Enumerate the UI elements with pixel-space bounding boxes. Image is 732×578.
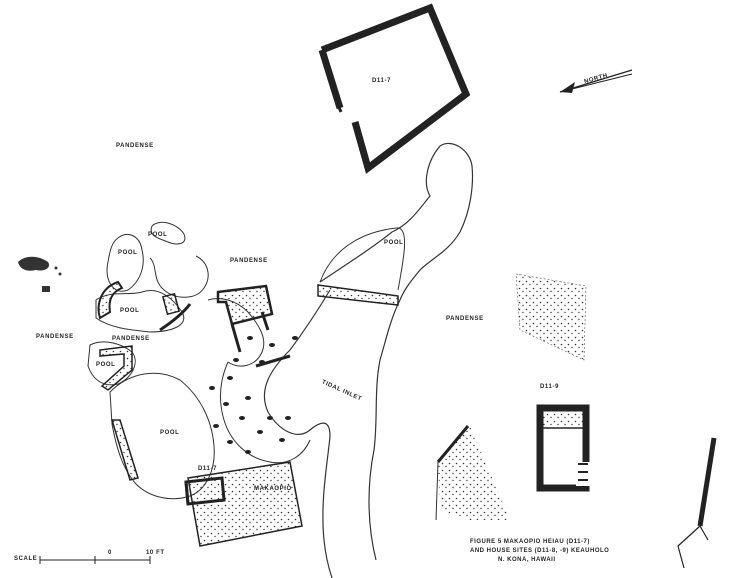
stippled-area-right (515, 273, 587, 361)
vegetation-left (18, 256, 62, 292)
enclosure-top (318, 3, 471, 174)
label-pool-5: POOL (96, 362, 116, 368)
label-pool-1: POOL (118, 250, 138, 256)
label-pandanus-1: PANDENSE (116, 143, 154, 149)
caption-line-2: AND HOUSE SITES (D11-8, -9) KEAUHOLO (470, 548, 610, 554)
small-platform (161, 292, 181, 316)
scale-bar (39, 556, 151, 564)
label-pool-2: POOL (148, 232, 168, 238)
north-arrow (559, 69, 633, 93)
scattered-stones (209, 336, 298, 454)
label-pool-4: POOL (120, 308, 140, 314)
figure-caption: FIGURE 5 MAKAOPIO HEIAU (D11-7) AND HOUS… (470, 538, 609, 565)
label-scale-end: 10 FT (146, 550, 165, 556)
wall-right-shore (317, 284, 399, 306)
caption-line-1: FIGURE 5 MAKAOPIO HEIAU (D11-7) (470, 539, 590, 545)
label-makaopio: MAKAOPIO (254, 486, 292, 492)
label-pandanus-2: PANDENSE (230, 258, 268, 264)
label-structure-top: D11-7 (372, 78, 392, 84)
label-pool-3: POOL (384, 240, 404, 246)
caption-line-3: N. KONA, HAWAII (498, 557, 556, 563)
label-pandanus-5: PANDENSE (446, 316, 484, 322)
wall-far-right (677, 437, 717, 569)
wall-curved-inner (159, 303, 192, 332)
label-scale-word: SCALE (14, 556, 38, 562)
label-structure-9: D11-9 (540, 384, 560, 390)
label-pandanus-4: PANDENSE (112, 336, 150, 342)
label-pool-6: POOL (160, 430, 180, 436)
label-scale-0: 0 (108, 550, 112, 556)
wall-mid-left (99, 345, 133, 391)
central-wall-diagonal (230, 311, 291, 368)
label-pandanus-3: PANDENSE (36, 334, 74, 340)
pool-right (319, 227, 406, 291)
house-site-d11-9 (536, 404, 590, 492)
inlet-shoreline-right (319, 142, 474, 561)
makaopio-platform (184, 461, 303, 547)
shoreline-lower-right (438, 426, 510, 520)
shoreline-lower-right-wall (436, 425, 470, 463)
inlet-shoreline-left (263, 289, 333, 578)
wall-lower-left (110, 419, 139, 481)
wall-curved-left (97, 280, 124, 320)
label-structure-7: D11-7 (198, 466, 218, 472)
